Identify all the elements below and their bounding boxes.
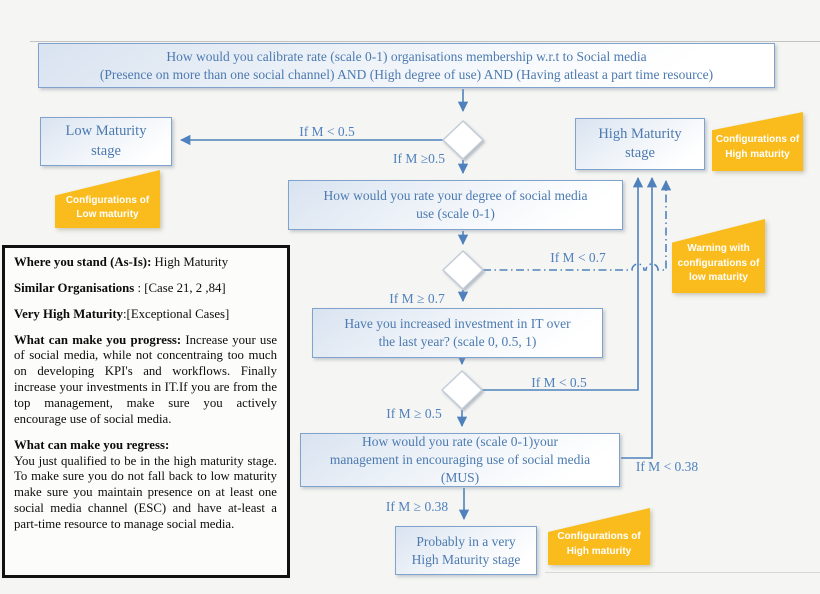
edge-label-to-low: If M < 0.5 (299, 124, 355, 139)
decision-diamond-degree (441, 250, 485, 290)
node-start-question-text: How would you calibrate rate (scale 0-1)… (99, 48, 714, 82)
node-it-question-text: Have you increased investment in IT over… (344, 316, 571, 349)
info-regress-text: You just qualified to be in the high mat… (14, 453, 277, 532)
node-it-question: Have you increased investment in IT over… (312, 308, 603, 358)
edge-label-it-to-high: If M < 0.5 (531, 375, 587, 390)
node-high-maturity-stage: High Maturity stage (575, 118, 705, 170)
callout-high-config-bottom: Configurations of High maturity (548, 508, 650, 565)
divider-line-top (30, 41, 820, 42)
info-similar: Similar Organisations : [Case 21, 2 ,84] (14, 281, 277, 297)
edge-label-mgmt-to-high: If M < 0.38 (635, 459, 699, 474)
callout-high-config-top-text: Configurations of High maturity (715, 134, 800, 160)
callout-low-config: Configurations of Low maturity (55, 170, 160, 228)
node-very-high-maturity-text: Probably in a very High Maturity stage (411, 533, 521, 567)
node-degree-question: How would you rate your degree of social… (288, 180, 623, 230)
info-progress: What can make you progress: Increase you… (14, 333, 277, 428)
info-similar-value: : [Case 21, 2 ,84] (134, 280, 226, 295)
info-stand: Where you stand (As-Is): High Maturity (14, 255, 277, 271)
info-stand-label: Where you stand (As-Is): (14, 255, 152, 269)
connector-management-to-high (621, 176, 658, 459)
info-panel: Where you stand (As-Is): High Maturity S… (2, 245, 290, 578)
edge-label-warn-to-high: If M < 0.7 (550, 250, 606, 265)
callout-high-config-bottom-text: Configurations of High maturity (557, 531, 641, 557)
divider-line-bottom (545, 572, 820, 573)
node-management-question: How would you rate (scale 0-1)your manag… (300, 433, 620, 487)
info-similar-label: Similar Organisations (14, 280, 135, 295)
info-very-high-label: Very High Maturity (14, 306, 123, 321)
info-progress-text: Increase your use of social media, while… (14, 332, 277, 426)
callout-warning-low-text: Warning with configurations of low matur… (677, 243, 760, 284)
info-regress-label: What can make you regress: (14, 437, 170, 452)
info-very-high-value: :[Exceptional Cases] (123, 306, 230, 321)
edge-label-to-management: If M ≥ 0.5 (386, 406, 442, 421)
node-low-maturity-text: Low Maturity stage (65, 123, 147, 159)
info-stand-value: High Maturity (151, 255, 229, 269)
node-low-maturity-stage: Low Maturity stage (40, 117, 172, 166)
node-very-high-maturity: Probably in a very High Maturity stage (395, 526, 537, 575)
node-start-question: How would you calibrate rate (scale 0-1)… (38, 43, 775, 88)
callout-high-config-top: Configurations of High maturity (712, 112, 803, 171)
decision-diamond-it (440, 370, 484, 410)
edge-label-to-very-high: If M ≥ 0.38 (385, 499, 449, 514)
edge-label-to-degree: If M ≥0.5 (392, 151, 446, 166)
callout-warning-low: Warning with configurations of low matur… (672, 219, 765, 293)
callout-low-config-text: Configurations of Low maturity (65, 194, 150, 221)
info-progress-label: What can make you progress: (14, 332, 182, 347)
node-high-maturity-text: High Maturity stage (598, 125, 682, 161)
info-regress: What can make you regress:You just quali… (14, 438, 277, 533)
node-management-question-text: How would you rate (scale 0-1)your manag… (329, 434, 591, 485)
info-very-high: Very High Maturity:[Exceptional Cases] (14, 307, 277, 323)
node-degree-question-text: How would you rate your degree of social… (323, 188, 588, 221)
decision-diamond-membership (441, 120, 485, 160)
edge-label-to-it: If M ≥ 0.7 (389, 291, 445, 306)
